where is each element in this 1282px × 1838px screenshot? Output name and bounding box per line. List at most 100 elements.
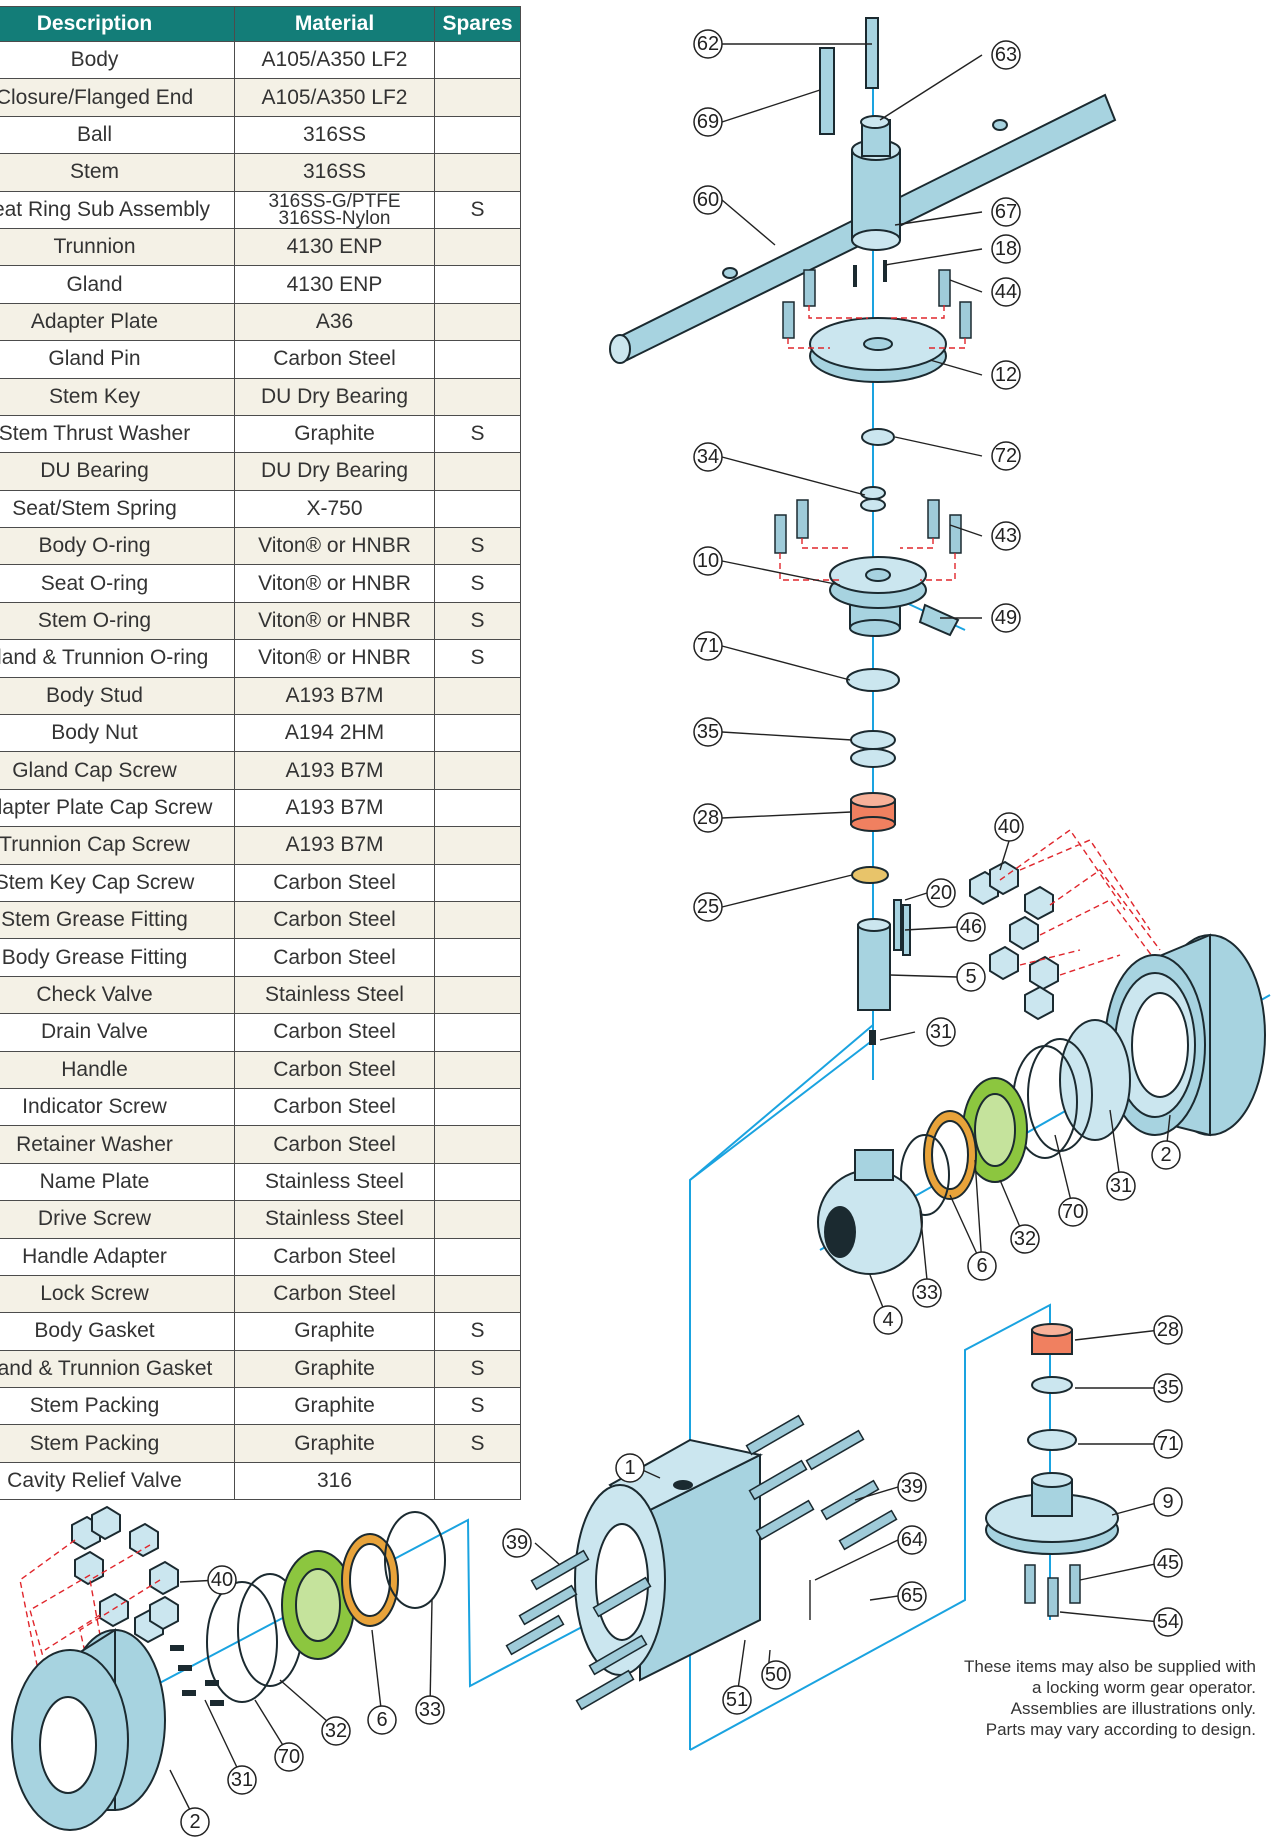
cell-description: Indicator Screw bbox=[0, 1087, 235, 1127]
cell-description: Body Nut bbox=[0, 714, 235, 753]
callout-32-right: 32 bbox=[1010, 1224, 1040, 1254]
cell-description: Stem bbox=[0, 153, 235, 192]
svg-text:25: 25 bbox=[697, 896, 719, 918]
callout-1: 1 bbox=[615, 1453, 645, 1483]
cell-spares bbox=[434, 40, 521, 80]
callout-34: 34 bbox=[693, 442, 723, 472]
callout-28: 28 bbox=[693, 803, 723, 833]
svg-text:32: 32 bbox=[325, 1720, 347, 1742]
cell-spares bbox=[434, 377, 521, 416]
cell-material: 4130 ENP bbox=[234, 265, 435, 304]
cell-material: 316 bbox=[234, 1461, 435, 1501]
callout-54: 54 bbox=[1153, 1607, 1183, 1637]
cell-material: Carbon Steel bbox=[234, 900, 435, 940]
cell-description: Trunnion bbox=[0, 227, 235, 267]
svg-text:31: 31 bbox=[1110, 1175, 1132, 1197]
svg-text:67: 67 bbox=[995, 201, 1017, 223]
o-ring-35b bbox=[850, 748, 896, 768]
cell-spares bbox=[434, 340, 521, 379]
svg-text:71: 71 bbox=[697, 635, 719, 657]
cell-spares bbox=[434, 1461, 521, 1501]
cell-spares bbox=[434, 115, 521, 155]
cell-spares: S bbox=[434, 527, 521, 566]
callout-60: 60 bbox=[693, 185, 723, 215]
callout-33-right: 33 bbox=[912, 1278, 942, 1308]
cell-spares bbox=[434, 78, 521, 117]
callout-50: 50 bbox=[761, 1660, 791, 1690]
callout-32-left: 32 bbox=[321, 1716, 351, 1746]
leader-lines bbox=[169, 43, 1171, 1821]
cell-description: Stem Grease Fitting bbox=[0, 900, 235, 940]
callout-10: 10 bbox=[693, 546, 723, 576]
cell-material: 316SS bbox=[234, 153, 435, 192]
ball bbox=[817, 1149, 923, 1275]
cell-description: Lock Screw bbox=[0, 1274, 235, 1314]
cell-material: Carbon Steel bbox=[234, 1125, 435, 1164]
cell-spares: S bbox=[434, 601, 521, 641]
header-spares: Spares bbox=[434, 6, 521, 42]
cell-description: Stem Thrust Washer bbox=[0, 414, 235, 454]
cell-description: Gland & Trunnion O-ring bbox=[0, 639, 235, 678]
cell-material: Viton® or HNBR bbox=[234, 527, 435, 566]
cell-description: Gland & Trunnion Gasket bbox=[0, 1349, 235, 1389]
callout-4: 4 bbox=[873, 1305, 903, 1335]
cell-spares bbox=[434, 1125, 521, 1164]
svg-text:9: 9 bbox=[1162, 1491, 1173, 1513]
svg-text:10: 10 bbox=[697, 550, 719, 572]
callout-44: 44 bbox=[991, 277, 1021, 307]
callout-43: 43 bbox=[991, 521, 1021, 551]
svg-text:35: 35 bbox=[1157, 1377, 1179, 1399]
cell-spares bbox=[434, 265, 521, 304]
svg-text:35: 35 bbox=[697, 721, 719, 743]
cell-spares bbox=[434, 1200, 521, 1239]
cell-spares bbox=[434, 1050, 521, 1089]
o-ring-35a bbox=[850, 730, 896, 750]
cell-material: Stainless Steel bbox=[234, 975, 435, 1015]
cell-material: A193 B7M bbox=[234, 826, 435, 865]
callout-40-left: 40 bbox=[207, 1565, 237, 1595]
svg-text:28: 28 bbox=[697, 807, 719, 829]
svg-text:64: 64 bbox=[901, 1529, 923, 1551]
cell-material: Carbon Steel bbox=[234, 1087, 435, 1127]
svg-text:33: 33 bbox=[916, 1282, 938, 1304]
cell-description: Gland Pin bbox=[0, 340, 235, 379]
svg-text:62: 62 bbox=[697, 33, 719, 55]
cell-spares bbox=[434, 714, 521, 753]
svg-text:2: 2 bbox=[1160, 1144, 1171, 1166]
cell-spares bbox=[434, 452, 521, 491]
cell-material: Viton® or HNBR bbox=[234, 564, 435, 603]
callout-72: 72 bbox=[991, 441, 1021, 471]
closure-left bbox=[11, 1628, 224, 1831]
cell-description: Ball bbox=[0, 115, 235, 155]
callout-67: 67 bbox=[991, 197, 1021, 227]
cell-material: Carbon Steel bbox=[234, 938, 435, 977]
cell-description: Retainer Washer bbox=[0, 1125, 235, 1164]
note-line-4: Parts may vary according to design. bbox=[985, 1720, 1256, 1739]
svg-text:20: 20 bbox=[930, 882, 952, 904]
cell-spares bbox=[434, 1162, 521, 1202]
callout-2-right: 2 bbox=[1151, 1140, 1181, 1170]
cell-description: Adapter Plate Cap Screw bbox=[0, 788, 235, 828]
closure-right bbox=[1104, 933, 1266, 1137]
cell-material: Carbon Steel bbox=[234, 1237, 435, 1276]
svg-text:70: 70 bbox=[278, 1746, 300, 1768]
svg-text:31: 31 bbox=[930, 1021, 952, 1043]
callout-33-left: 33 bbox=[415, 1695, 445, 1725]
callout-25: 25 bbox=[693, 892, 723, 922]
cell-material: A105/A350 LF2 bbox=[234, 78, 435, 117]
cell-material: Graphite bbox=[234, 1349, 435, 1389]
trunnion-assembly bbox=[985, 1323, 1119, 1617]
cell-material-line-2: 316SS-Nylon bbox=[278, 207, 391, 229]
